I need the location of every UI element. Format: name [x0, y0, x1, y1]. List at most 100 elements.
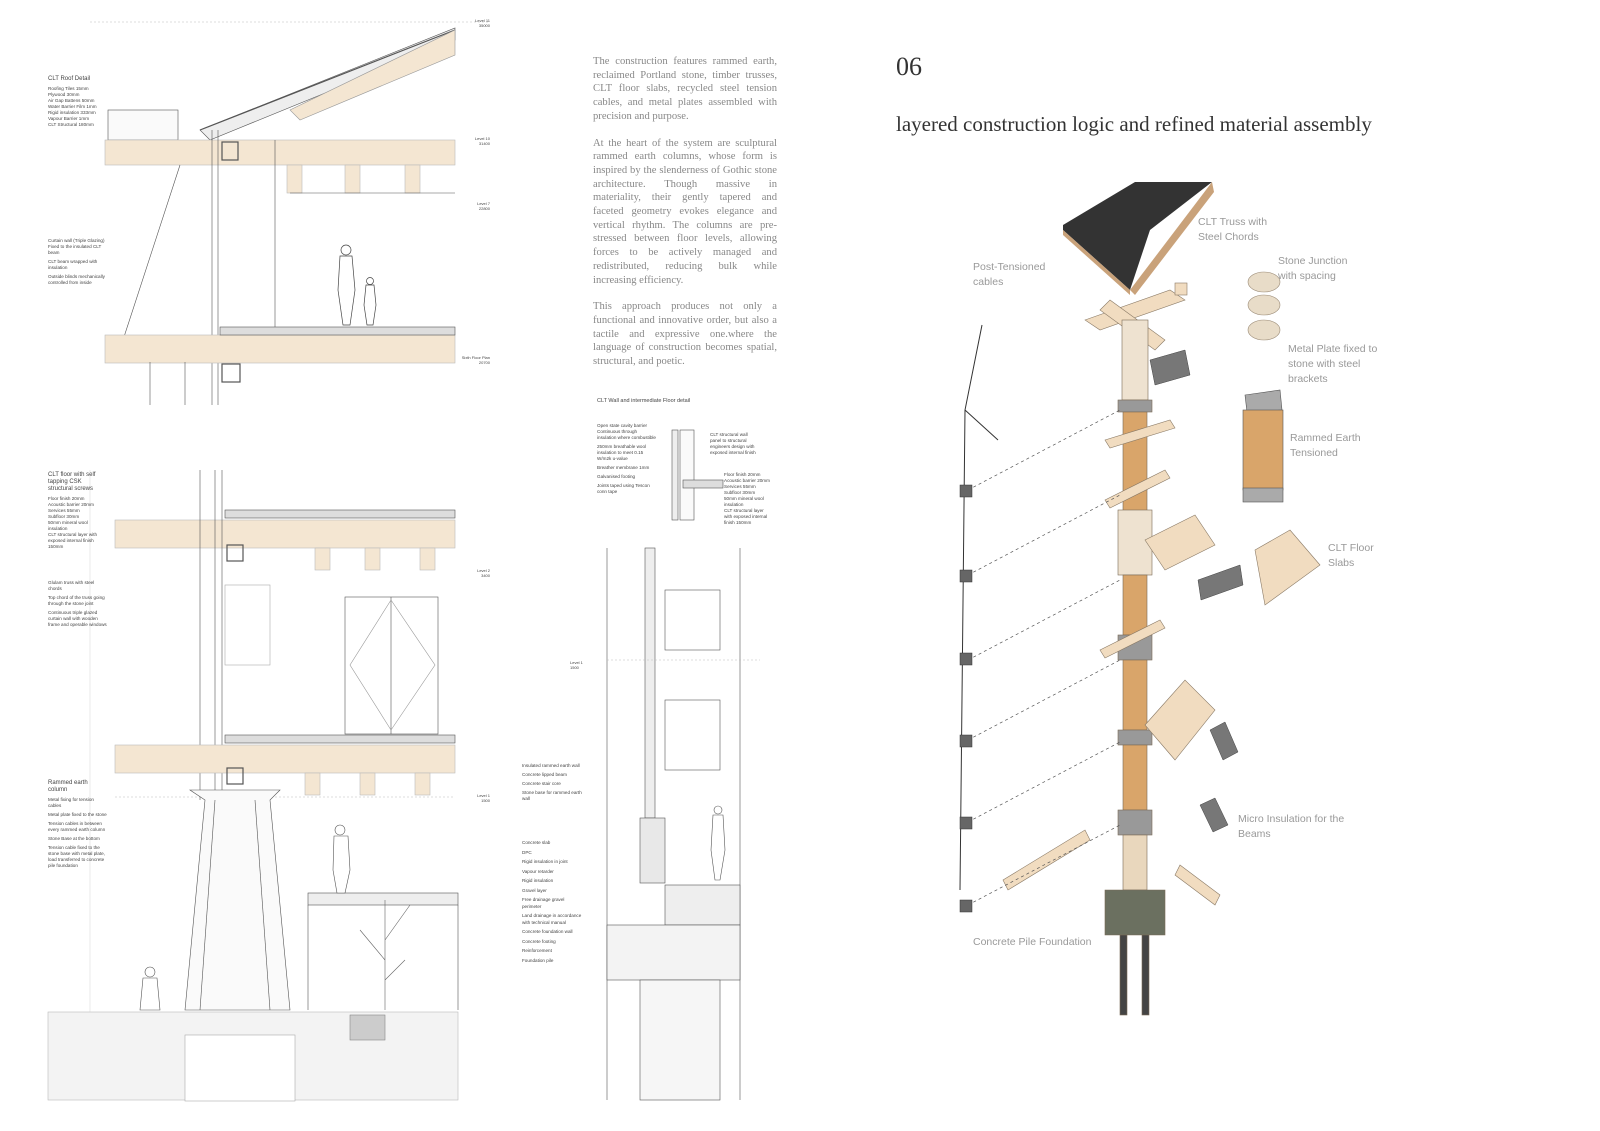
note-line: Outside blinds mechanically controlled f…	[48, 274, 105, 285]
description-text: The construction features rammed earth, …	[593, 55, 777, 382]
note-line: Glulam truss with steel chords	[48, 580, 95, 591]
description-paragraph: The construction features rammed earth, …	[593, 56, 777, 122]
label-floor-slabs: CLT Floor Slabs	[1328, 542, 1374, 569]
sheet-number: 06	[896, 52, 922, 81]
level-value: 1500	[481, 798, 490, 803]
note-line: Services 55mm	[724, 484, 756, 489]
truss-note: Glulam truss with steel chords Top chord…	[48, 580, 108, 631]
note-line: Concrete lipped beam	[522, 772, 567, 777]
column-detail-heading: Rammed earth column	[48, 780, 88, 793]
level-name: Level 10	[474, 136, 490, 141]
foundation-lower-notes: Concrete slab DPC Rigid insulation in jo…	[522, 840, 584, 967]
wall-detail-left-notes: Open state cavity barrier Continuous thr…	[597, 423, 657, 498]
note-line: 50mm mineral wool insulation	[724, 496, 764, 507]
label-metal-plate: Metal Plate fixed to stone with steel br…	[1288, 343, 1378, 385]
note-line: Galvanised footing	[597, 474, 636, 479]
level-value: 35000	[478, 23, 490, 28]
note-line: CLT structural layer with exposed intern…	[724, 508, 768, 525]
note-line: Vapour Barrier 1mm	[48, 116, 90, 121]
note-line: Land drainage in accordance with technic…	[522, 913, 582, 925]
note-line: Acoustic barrier 20mm	[48, 502, 94, 507]
level-value: 22800	[478, 206, 490, 211]
level-value: 20700	[478, 360, 490, 365]
label-rammed-earth: Rammed Earth Tensioned	[1290, 432, 1361, 459]
note-line: Stone Base at the bottom	[48, 836, 100, 841]
note-line: Tension cable fixed to the stone base wi…	[48, 845, 105, 868]
note-line: CLT structural layer with exposed intern…	[48, 532, 98, 549]
note-line: Rigid insulation	[522, 878, 554, 883]
note-line: Acoustic barrier 20mm	[724, 478, 770, 483]
note-line: CLT Structural 180mm	[48, 122, 94, 127]
note-line: Continuous triple glazed curtain wall wi…	[48, 610, 107, 627]
note-line: Tension cables in between every rammed e…	[48, 821, 106, 832]
wall-detail-wall-note: CLT structural wall panel to structural …	[710, 432, 756, 455]
note-line: Metal fixing for tension cables	[48, 797, 94, 808]
note-line: Reinforcement	[522, 948, 552, 953]
note-line: Plywood 30mm	[48, 92, 80, 97]
curtain-wall-note: Curtain wall (Triple Glazing) Fixed to t…	[48, 238, 106, 289]
roof-detail-note: CLT Roof Detail Roofing Tiles 15mm Plywo…	[48, 76, 108, 128]
label-cables: Post-Tensioned cables	[973, 261, 1046, 288]
note-line: Services 55mm	[48, 508, 80, 513]
note-line: Vapour retarder	[522, 868, 554, 874]
level-name: Sixth Floor Plan	[461, 355, 490, 360]
floor-detail-note: CLT floor with self tapping CSK structur…	[48, 472, 108, 550]
note-line: Insulated rammed earth wall	[522, 763, 580, 768]
note-line: Breather membrane 1mm	[597, 465, 650, 470]
note-line: Free drainage gravel perimeter	[522, 897, 565, 909]
wall-detail-heading: CLT Wall and intermediate Floor detail	[597, 398, 691, 404]
note-line: DPC	[522, 849, 532, 855]
bottom-section-drawing	[47, 470, 459, 1102]
note-line: Subfloor 30mm	[48, 514, 80, 519]
description-paragraph: This approach produces not only a functi…	[593, 301, 777, 368]
note-line: Concrete stair core	[522, 781, 561, 786]
note-line: Foundation pile	[522, 957, 554, 963]
floor-detail-heading: CLT floor with self tapping CSK structur…	[48, 472, 96, 492]
level-name: Level 11	[475, 18, 490, 23]
roof-detail-heading: CLT Roof Detail	[48, 76, 91, 82]
note-line: Stone base for rammed earth wall	[522, 790, 582, 801]
level-value: 3400	[481, 573, 490, 578]
note-line: Roofing Tiles 15mm	[48, 86, 89, 91]
label-truss: CLT Truss with Steel Chords	[1198, 216, 1268, 243]
level-value: 1500	[570, 665, 579, 670]
label-stone-junction: Stone Junction with spacing	[1278, 255, 1348, 282]
note-line: Rigid insulation in joint	[522, 859, 568, 864]
description-paragraph: At the heart of the system are sculptura…	[593, 137, 777, 286]
sheet-title: layered construction logic and refined m…	[896, 112, 1372, 136]
note-line: Curtain wall (Triple Glazing) Fixed to t…	[48, 238, 105, 255]
note-line: Floor finish 20mm	[48, 496, 85, 501]
note-line: Top chord of the truss going through the…	[48, 595, 105, 606]
note-line: Water Barrier Film 1mm	[48, 104, 97, 109]
note-line: Open state cavity barrier Continuous thr…	[597, 423, 656, 440]
level-name: Level 7	[477, 201, 490, 206]
note-line: Concrete foundation wall	[522, 929, 573, 934]
note-line: CLT beam wrapped with insulation	[48, 259, 98, 270]
wall-detail-drawing	[671, 429, 724, 521]
column-detail-note: Rammed earth column Metal fixing for ten…	[48, 780, 108, 872]
top-section-drawing	[90, 21, 490, 405]
foundation-section-drawing	[606, 547, 760, 1101]
note-line: Concrete slab	[522, 840, 551, 845]
note-line: Gravel layer	[522, 887, 547, 893]
foundation-upper-notes: Insulated rammed earth wall Concrete lip…	[522, 763, 582, 805]
axonometric-drawing	[959, 182, 1321, 1016]
level-name: Level 2	[477, 568, 490, 573]
level-value: 31400	[478, 141, 490, 146]
label-pile: Concrete Pile Foundation	[973, 936, 1092, 948]
level-name: Level 1	[570, 660, 583, 665]
note-line: Joints taped using Tescon conn tape	[597, 483, 650, 494]
wall-detail-floor-notes: Floor finish 20mm Acoustic barrier 20mm …	[724, 472, 772, 526]
note-line: 250mm breathable wool insulation to meet…	[597, 444, 647, 461]
note-line: Rigid insulation 333mm	[48, 110, 96, 115]
note-line: 50mm mineral wool insulation	[48, 520, 88, 531]
note-line: Air Gap Battens 50mm	[48, 98, 95, 103]
label-insulation: Micro Insulation for the Beams	[1238, 813, 1345, 840]
